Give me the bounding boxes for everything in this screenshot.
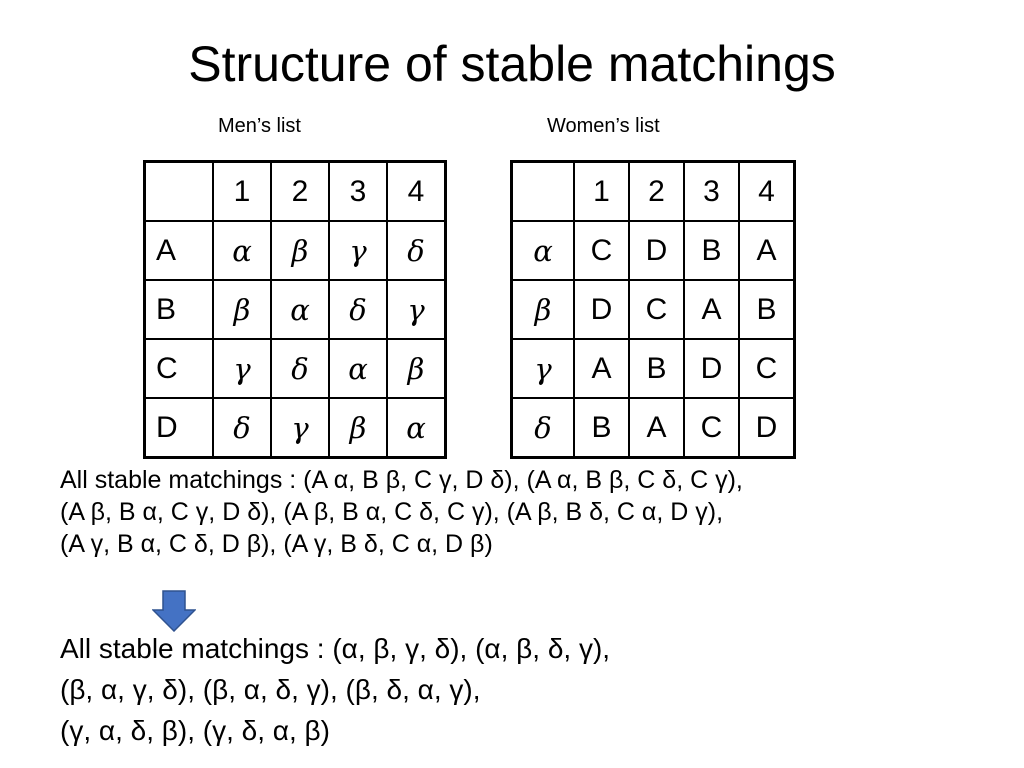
- down-arrow-icon: [152, 590, 196, 632]
- table-header-cell: 2: [628, 160, 685, 222]
- table-cell: B: [628, 338, 685, 399]
- table-row: B β α δ γ: [143, 279, 447, 340]
- table-cell: B: [573, 397, 630, 459]
- table-cell: γ: [386, 279, 447, 340]
- table-cell: γ: [328, 220, 388, 281]
- matchings-line: All stable matchings : (A α, B β, C γ, D…: [60, 466, 743, 494]
- table-cell: α: [386, 397, 447, 459]
- table-cell: A: [573, 338, 630, 399]
- mens-list-caption: Men’s list: [218, 115, 301, 137]
- row-label-cell: α: [510, 220, 575, 281]
- table-row: γ A B D C: [510, 338, 796, 399]
- table-cell: C: [738, 338, 796, 399]
- table-header-cell: 1: [212, 160, 272, 222]
- table-cell: β: [328, 397, 388, 459]
- table-cell: C: [628, 279, 685, 340]
- table-cell: C: [683, 397, 740, 459]
- table-cell: δ: [270, 338, 330, 399]
- matchings-line: All stable matchings : (α, β, γ, δ), (α,…: [60, 633, 611, 664]
- table-cell: β: [386, 338, 447, 399]
- table-header-cell: 4: [386, 160, 447, 222]
- table-cell: B: [738, 279, 796, 340]
- matchings-line: (β, α, γ, δ), (β, α, δ, γ), (β, δ, α, γ)…: [60, 674, 481, 705]
- table-header-cell: [510, 160, 575, 222]
- table-cell: D: [573, 279, 630, 340]
- table-row: β D C A B: [510, 279, 796, 340]
- mens-preference-table: 1 2 3 4 A α β γ δ B β α δ γ C γ δ α β D …: [143, 160, 447, 459]
- table-cell: D: [683, 338, 740, 399]
- table-header-cell: [143, 160, 214, 222]
- womens-list-caption: Women’s list: [547, 115, 660, 137]
- table-cell: γ: [270, 397, 330, 459]
- table-cell: C: [573, 220, 630, 281]
- table-cell: γ: [212, 338, 272, 399]
- table-cell: α: [328, 338, 388, 399]
- table-row: C γ δ α β: [143, 338, 447, 399]
- womens-preference-table: 1 2 3 4 α C D B A β D C A B γ A B D C δ …: [510, 160, 796, 459]
- table-row: D δ γ β α: [143, 397, 447, 459]
- table-header-cell: 1: [573, 160, 630, 222]
- table-cell: β: [212, 279, 272, 340]
- simplified-matchings-list: All stable matchings : (α, β, γ, δ), (α,…: [60, 628, 610, 751]
- row-label-cell: β: [510, 279, 575, 340]
- table-cell: α: [270, 279, 330, 340]
- table-header-row: 1 2 3 4: [510, 160, 796, 222]
- table-header-row: 1 2 3 4: [143, 160, 447, 222]
- table-cell: δ: [328, 279, 388, 340]
- row-label-cell: A: [143, 220, 214, 281]
- table-header-cell: 3: [683, 160, 740, 222]
- table-cell: B: [683, 220, 740, 281]
- matchings-line: (A γ, B α, C δ, D β), (A γ, B δ, C α, D …: [60, 530, 493, 558]
- row-label-cell: γ: [510, 338, 575, 399]
- table-cell: A: [683, 279, 740, 340]
- matchings-line: (A β, B α, C γ, D δ), (A β, B α, C δ, C …: [60, 498, 724, 526]
- table-header-cell: 3: [328, 160, 388, 222]
- table-cell: δ: [386, 220, 447, 281]
- row-label-cell: B: [143, 279, 214, 340]
- table-cell: A: [738, 220, 796, 281]
- page-title: Structure of stable matchings: [188, 36, 836, 92]
- stable-matchings-list: All stable matchings : (A α, B β, C γ, D…: [60, 464, 743, 560]
- table-row: A α β γ δ: [143, 220, 447, 281]
- table-cell: β: [270, 220, 330, 281]
- table-cell: δ: [212, 397, 272, 459]
- table-cell: D: [628, 220, 685, 281]
- table-cell: D: [738, 397, 796, 459]
- table-cell: α: [212, 220, 272, 281]
- row-label-cell: C: [143, 338, 214, 399]
- matchings-line: (γ, α, δ, β), (γ, δ, α, β): [60, 715, 330, 746]
- table-row: δ B A C D: [510, 397, 796, 459]
- table-header-cell: 4: [738, 160, 796, 222]
- table-cell: A: [628, 397, 685, 459]
- row-label-cell: D: [143, 397, 214, 459]
- table-row: α C D B A: [510, 220, 796, 281]
- table-header-cell: 2: [270, 160, 330, 222]
- row-label-cell: δ: [510, 397, 575, 459]
